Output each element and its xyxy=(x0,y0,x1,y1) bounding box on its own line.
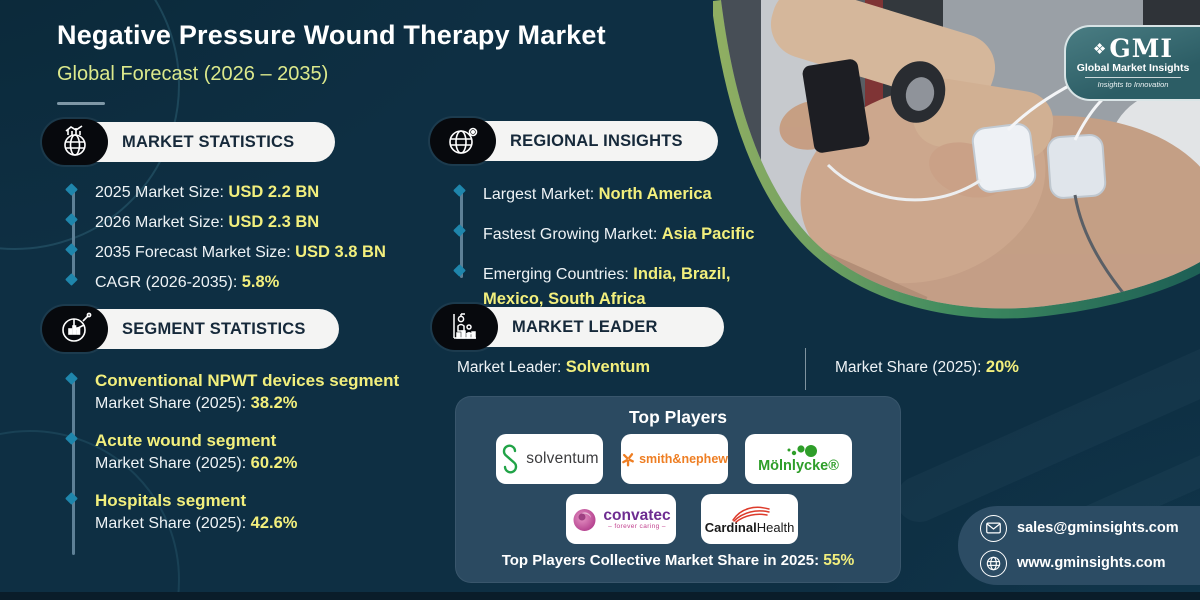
diamond-bullet-icon xyxy=(453,264,466,277)
diamond-bullet-icon xyxy=(65,183,78,196)
convatec-icon xyxy=(573,508,596,531)
list-item: Largest Market: North America xyxy=(453,182,785,207)
bottom-strip xyxy=(0,592,1200,600)
contact-website-row[interactable]: www.gminsights.com xyxy=(980,549,1200,577)
contact-card: sales@gminsights.com www.gminsights.com xyxy=(958,506,1200,585)
logo-smith-nephew: smith&nephew xyxy=(621,434,728,484)
contact-email[interactable]: sales@gminsights.com xyxy=(1017,520,1179,536)
molnlycke-icon xyxy=(787,445,817,457)
envelope-icon xyxy=(980,514,1007,542)
page-subtitle: Global Forecast (2026 – 2035) xyxy=(57,63,329,85)
logo-solventum: solventum xyxy=(496,434,603,484)
logo-molnlycke: Mölnlycke® xyxy=(745,434,852,484)
electrode-pad xyxy=(1046,133,1107,199)
list-item: Fastest Growing Market: Asia Pacific xyxy=(453,222,785,247)
section-heading: MARKET LEADER xyxy=(470,307,724,347)
logo-cardinal-health: CardinalHealth xyxy=(701,494,798,544)
gmi-logo-mark-icon: ❖ xyxy=(1092,41,1107,58)
section-heading: REGIONAL INSIGHTS xyxy=(468,121,718,161)
list-item: Conventional NPWT devices segment Market… xyxy=(65,370,442,415)
gmi-logo-text: GMI xyxy=(1109,34,1174,63)
top-players-summary: Top Players Collective Market Share in 2… xyxy=(501,552,855,569)
gmi-org-name: Global Market Insights xyxy=(1076,62,1190,74)
list-connector xyxy=(72,191,75,283)
section-heading: SEGMENT STATISTICS xyxy=(80,309,339,349)
market-leader-row: Market Leader: Solventum Market Share (2… xyxy=(457,348,1157,390)
diamond-bullet-icon xyxy=(453,224,466,237)
diamond-bullet-icon xyxy=(65,492,78,505)
top-players-panel: Top Players solventum smith&nephew xyxy=(455,396,901,583)
cardinal-health-icon xyxy=(731,506,770,523)
gmi-divider xyxy=(1085,77,1181,78)
globe-icon xyxy=(980,549,1007,577)
contact-website[interactable]: www.gminsights.com xyxy=(1017,555,1166,571)
page-title: Negative Pressure Wound Therapy Market xyxy=(57,20,606,50)
contact-email-row[interactable]: sales@gminsights.com xyxy=(980,514,1200,542)
list-item: Emerging Countries: India, Brazil, Mexic… xyxy=(453,262,785,312)
diamond-bullet-icon xyxy=(65,243,78,256)
section-heading: MARKET STATISTICS xyxy=(80,122,335,162)
gmi-tagline: Insights to Innovation xyxy=(1097,80,1169,89)
globe-chart-icon xyxy=(42,119,108,165)
diamond-bullet-icon xyxy=(65,213,78,226)
section-regional-insights: REGIONAL INSIGHTS Largest Market: North … xyxy=(430,118,785,327)
podium-leader-icon xyxy=(432,304,498,350)
list-item: CAGR (2026-2035): 5.8% xyxy=(65,271,412,301)
list-connector xyxy=(72,380,75,555)
list-item: Acute wound segment Market Share (2025):… xyxy=(65,430,442,475)
vertical-divider xyxy=(805,348,806,390)
gmi-logo-badge: ❖ GMI Global Market Insights Insights to… xyxy=(1064,25,1200,101)
diamond-bullet-icon xyxy=(65,432,78,445)
section-segment-statistics: SEGMENT STATISTICS Conventional NPWT dev… xyxy=(42,306,442,555)
top-players-heading: Top Players xyxy=(629,407,727,427)
diamond-bullet-icon xyxy=(65,273,78,286)
globe-pin-icon xyxy=(430,118,496,164)
section-market-leader: MARKET LEADER xyxy=(432,304,1032,350)
diamond-bullet-icon xyxy=(453,184,466,197)
list-item: 2025 Market Size: USD 2.2 BN xyxy=(65,181,412,211)
smith-nephew-icon xyxy=(622,453,634,467)
title-divider xyxy=(57,102,105,105)
diamond-bullet-icon xyxy=(65,372,78,385)
solventum-icon xyxy=(503,444,518,474)
logo-convatec: convatec – forever caring – xyxy=(566,494,676,544)
pie-chart-icon xyxy=(42,306,108,352)
list-item: 2035 Forecast Market Size: USD 3.8 BN xyxy=(65,241,412,271)
electrode-pad xyxy=(971,123,1037,193)
list-item: 2026 Market Size: USD 2.3 BN xyxy=(65,211,412,241)
section-market-statistics: MARKET STATISTICS 2025 Market Size: USD … xyxy=(42,119,412,301)
list-item: Hospitals segment Market Share (2025): 4… xyxy=(65,490,442,535)
